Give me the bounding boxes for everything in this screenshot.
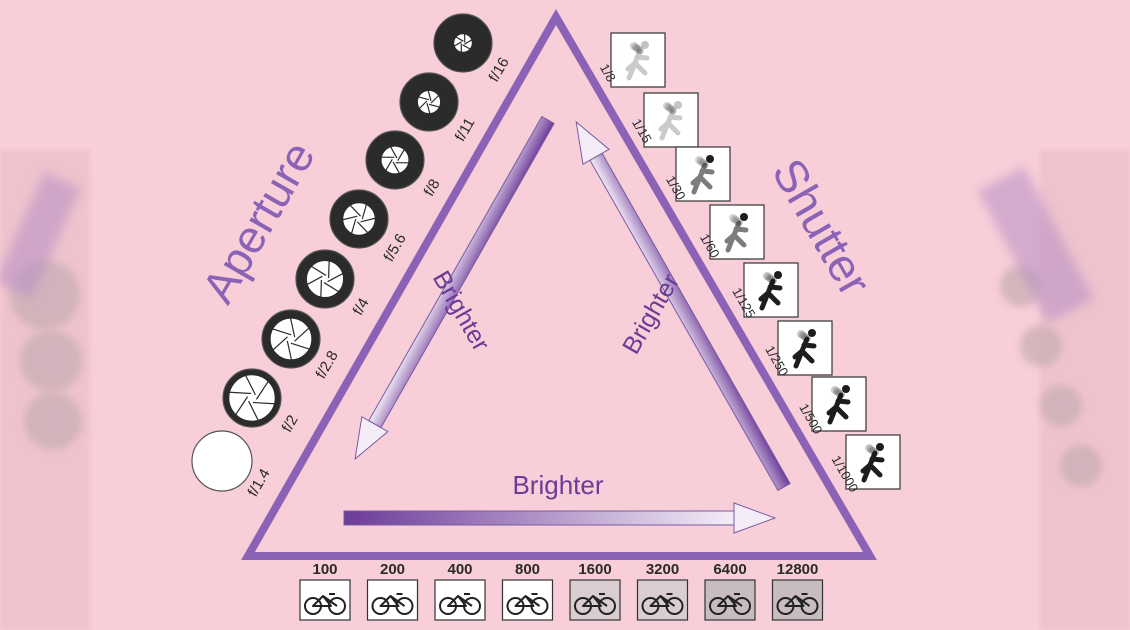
iso-value-label: 100 — [312, 561, 337, 578]
iso-box — [636, 579, 689, 621]
bicycle-icon — [371, 593, 414, 615]
brighter-bottom-label: Brighter — [512, 470, 603, 500]
left-brighter-arrow — [354, 115, 555, 461]
shutter-speed-box — [610, 32, 666, 88]
aperture-stop-label: f/11 — [452, 115, 479, 144]
left-blur-circle — [20, 330, 82, 392]
aperture-icon — [261, 309, 321, 369]
right-blur-circle — [1040, 385, 1082, 427]
shutter-speed-box — [675, 146, 731, 202]
aperture-stop-label: f/2 — [279, 412, 302, 435]
iso-value-label: 400 — [447, 561, 472, 578]
right-blur-circle — [1060, 445, 1102, 487]
aperture-stop-label: f/5.6 — [380, 231, 409, 265]
iso-value-label: 200 — [380, 561, 405, 578]
shutter-speed-box — [777, 320, 833, 376]
left-blur-circle — [24, 392, 82, 450]
aperture-stop-label: f/8 — [421, 176, 444, 199]
exposure-triangle — [241, 8, 877, 560]
bicycle-icon — [776, 593, 819, 615]
iso-box — [501, 579, 554, 621]
aperture-icon — [433, 13, 493, 73]
shutter-speed-box — [743, 262, 799, 318]
bicycle-icon — [439, 593, 481, 615]
running-figure-icon — [792, 329, 817, 369]
iso-value-label: 12800 — [777, 561, 819, 578]
aperture-icon — [191, 430, 253, 492]
aperture-icon — [365, 130, 425, 190]
aperture-scale: f/1.4f/2f/2.8f/4f/5.6f/8f/11f/16 — [191, 13, 513, 500]
brighter-right-label: Brighter — [617, 269, 685, 359]
aperture-icon — [399, 72, 459, 132]
bicycle-icon — [574, 593, 616, 615]
bottom-brighter-arrow — [343, 502, 777, 534]
iso-box — [299, 579, 351, 621]
aperture-icon — [329, 189, 389, 249]
iso-box — [366, 579, 419, 621]
right-brighter-arrow — [575, 120, 791, 492]
iso-value-label: 3200 — [646, 561, 679, 578]
aperture-icon — [222, 368, 282, 428]
aperture-stop-label: f/4 — [350, 295, 373, 318]
running-figure-icon — [724, 213, 749, 253]
iso-box — [569, 579, 621, 621]
shutter-speed-box — [709, 204, 765, 260]
bicycle-icon — [304, 593, 346, 615]
iso-value-label: 6400 — [713, 561, 746, 578]
running-figure-icon — [690, 155, 715, 195]
shutter-speed-box — [643, 92, 699, 148]
running-figure-icon — [758, 271, 783, 311]
running-figure-icon — [625, 41, 650, 81]
aperture-icon — [295, 249, 355, 309]
iso-value-label: 1600 — [578, 561, 611, 578]
running-figure-icon — [860, 443, 885, 483]
shutter-speed-box — [811, 376, 867, 432]
iso-box — [434, 579, 486, 621]
shutter-speed-box — [845, 434, 901, 490]
iso-scale: 100 200 400 800 1600 3200 6400 12800 — [299, 561, 824, 621]
iso-value-label: 800 — [515, 561, 540, 578]
running-figure-icon — [658, 101, 683, 141]
right-blur-circle — [1020, 325, 1062, 367]
aperture-stop-label: f/16 — [485, 55, 512, 85]
bicycle-icon — [641, 593, 684, 615]
bicycle-icon — [506, 593, 549, 615]
iso-box — [771, 579, 824, 621]
running-figure-icon — [826, 385, 851, 425]
bicycle-icon — [709, 593, 751, 615]
iso-box — [704, 579, 756, 621]
